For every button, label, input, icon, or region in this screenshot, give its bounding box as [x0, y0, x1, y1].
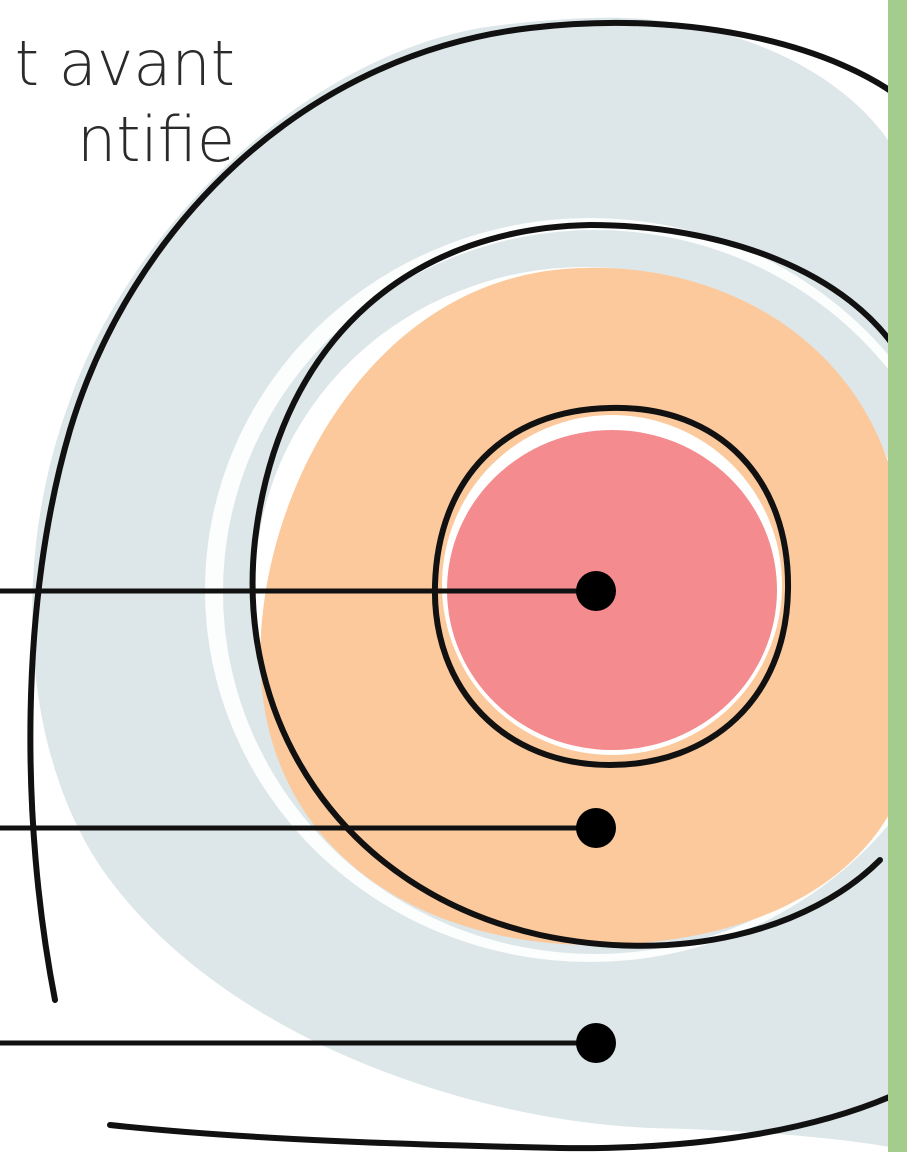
heading-line-0 [15, 0, 235, 26]
pointer-dot-middle [576, 808, 616, 848]
pointer-dot-outer [576, 1023, 616, 1063]
pointer-dot-inner [576, 571, 616, 611]
cropped-heading-text: t avant ntifie [15, 0, 235, 178]
heading-line-1: t avant [15, 26, 235, 102]
green-sidebar-strip [888, 0, 907, 1152]
heading-line-2: ntifie [15, 102, 235, 178]
